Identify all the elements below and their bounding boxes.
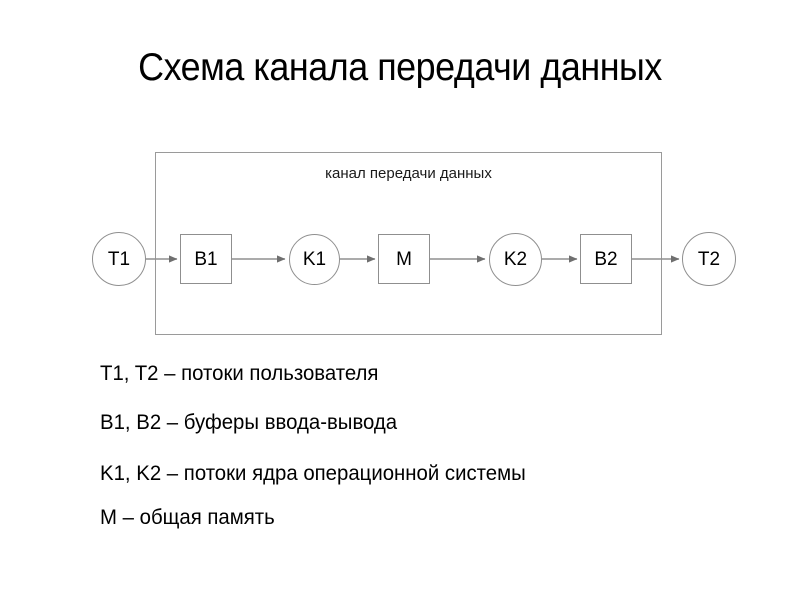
node-t1[interactable]: T1 — [92, 232, 146, 286]
node-k1[interactable]: K1 — [289, 234, 340, 285]
channel-container-box — [155, 152, 662, 335]
node-m-label: M — [396, 248, 412, 270]
node-k2[interactable]: K2 — [489, 233, 542, 286]
node-k1-label: K1 — [302, 249, 327, 270]
node-t1-label: T1 — [107, 248, 131, 270]
node-m[interactable]: M — [378, 234, 430, 284]
node-t2[interactable]: T2 — [682, 232, 736, 286]
node-b2[interactable]: B2 — [580, 234, 632, 284]
channel-container-label: канал передачи данных — [325, 165, 492, 182]
legend-item-kernel-threads: K1, K2 – потоки ядра операционной систем… — [100, 462, 526, 485]
node-t2-label: T2 — [697, 248, 721, 270]
legend: T1, T2 – потоки пользователя B1, B2 – бу… — [100, 362, 760, 530]
legend-item-threads: T1, T2 – потоки пользователя — [100, 362, 379, 385]
legend-item-shared-memory: M – общая память — [100, 506, 275, 529]
node-b1-label: B1 — [194, 248, 218, 270]
node-k2-label: K2 — [503, 249, 528, 270]
node-b1[interactable]: B1 — [180, 234, 232, 284]
page-title: Схема канала передачи данных — [138, 46, 662, 89]
node-b2-label: B2 — [594, 248, 618, 270]
legend-item-buffers: B1, B2 – буферы ввода-вывода — [100, 411, 398, 434]
